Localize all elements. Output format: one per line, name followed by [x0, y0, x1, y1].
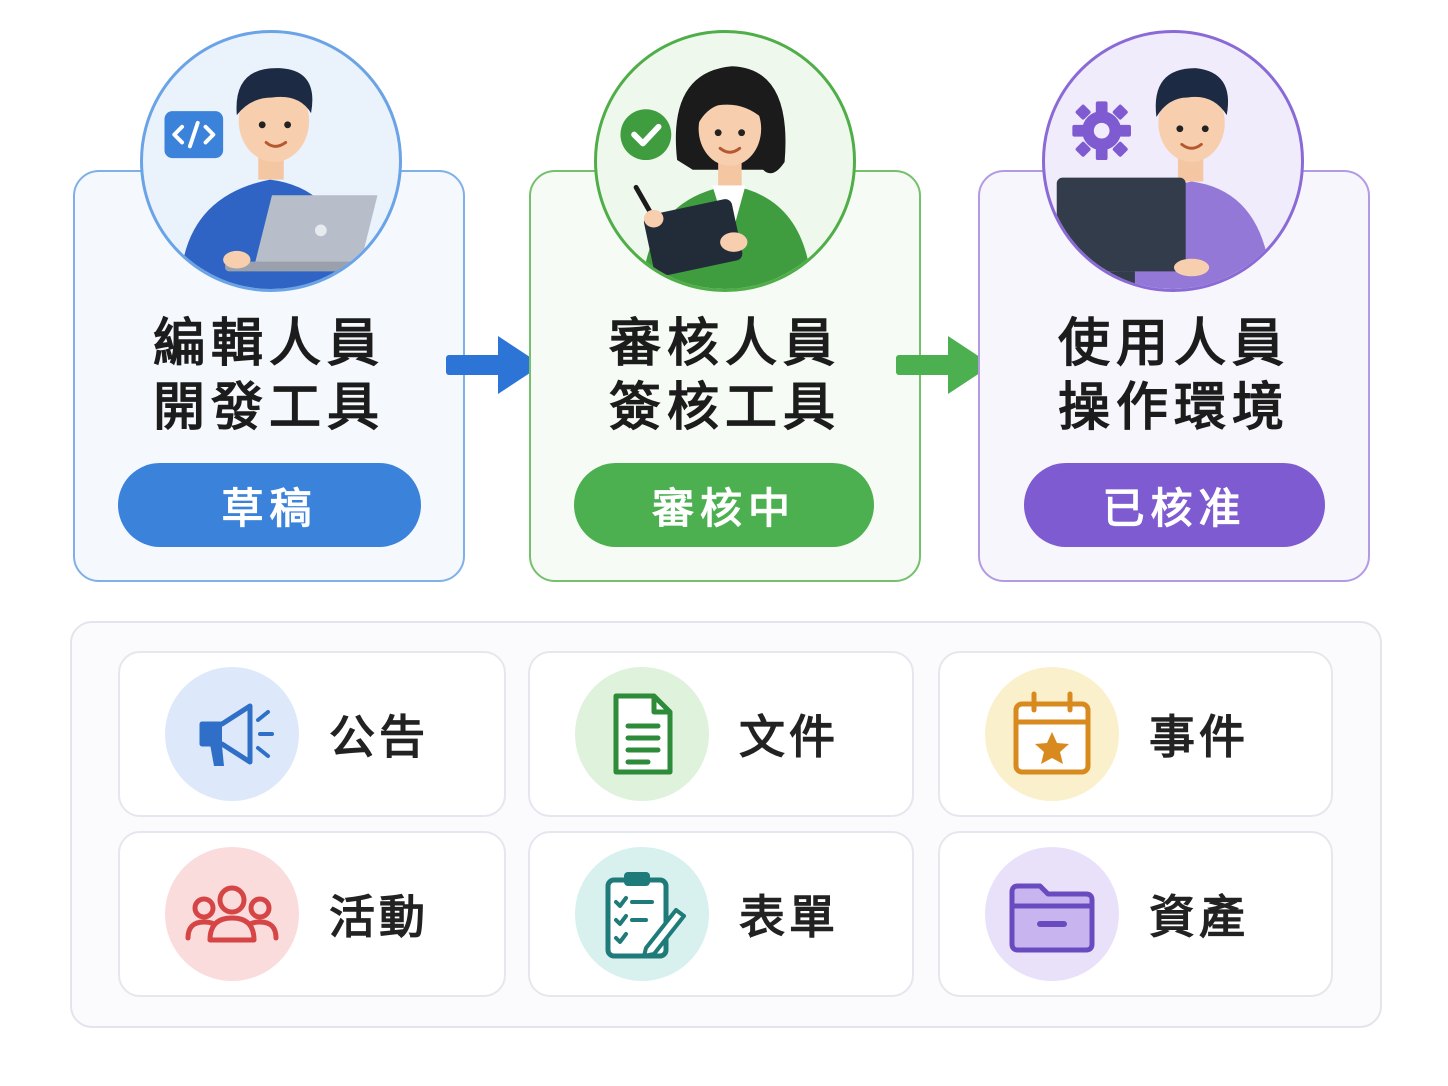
arrow-right-icon — [896, 336, 992, 394]
status-in-review-badge[interactable]: 審核中 — [574, 463, 874, 547]
arrow-right-icon — [446, 336, 542, 394]
content-type-label: 表單 — [739, 890, 839, 944]
content-type-announcement[interactable]: 公告 — [118, 651, 506, 817]
user-role-line1: 使用人員 — [1057, 314, 1290, 374]
gear-icon — [1072, 101, 1131, 161]
editor-avatar — [140, 30, 402, 292]
megaphone-icon — [165, 667, 299, 801]
reviewer-role-text: 審核人員 簽核工具 — [529, 312, 921, 440]
content-type-form[interactable]: 表單 — [528, 831, 914, 997]
content-type-event[interactable]: 事件 — [938, 651, 1333, 817]
reviewer-avatar — [594, 30, 856, 292]
user-role-text: 使用人員 操作環境 — [978, 312, 1370, 440]
content-type-label: 事件 — [1149, 710, 1249, 764]
folder-icon — [985, 847, 1119, 981]
status-draft-badge[interactable]: 草稿 — [118, 463, 421, 547]
content-type-label: 文件 — [739, 710, 839, 764]
content-type-asset[interactable]: 資產 — [938, 831, 1333, 997]
user-role-line2: 操作環境 — [1057, 378, 1290, 438]
content-type-label: 公告 — [329, 710, 429, 764]
reviewer-role-line2: 簽核工具 — [608, 378, 841, 438]
reviewer-role-line1: 審核人員 — [608, 314, 841, 374]
clipboard-checklist-icon — [575, 847, 709, 981]
check-icon — [620, 109, 672, 161]
document-icon — [575, 667, 709, 801]
editor-role-line2: 開發工具 — [152, 378, 385, 438]
content-type-document[interactable]: 文件 — [528, 651, 914, 817]
content-type-activity[interactable]: 活動 — [118, 831, 506, 997]
code-icon — [164, 111, 224, 159]
people-group-icon — [165, 847, 299, 981]
calendar-star-icon — [985, 667, 1119, 801]
editor-role-text: 編輯人員 開發工具 — [73, 312, 465, 440]
content-type-label: 資產 — [1149, 890, 1249, 944]
editor-role-line1: 編輯人員 — [152, 314, 385, 374]
status-approved-badge[interactable]: 已核准 — [1024, 463, 1325, 547]
user-avatar — [1042, 30, 1304, 292]
content-type-label: 活動 — [329, 890, 429, 944]
